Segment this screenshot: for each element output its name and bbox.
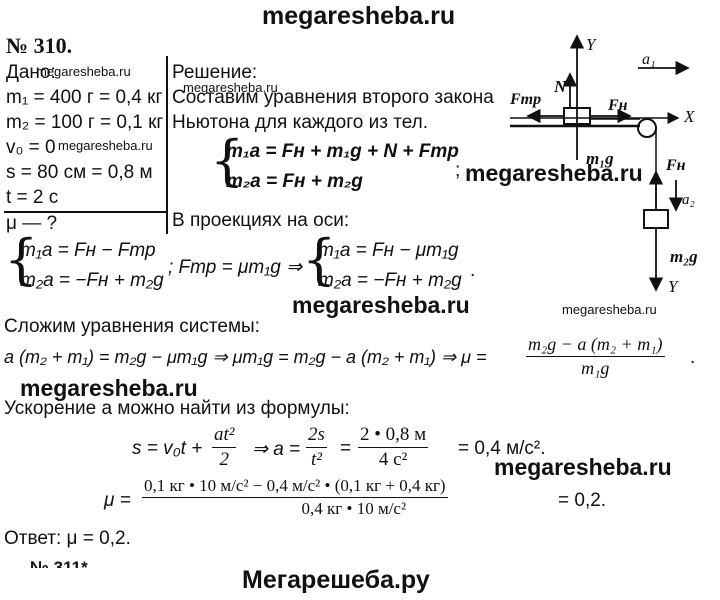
given-line-2: m₂ = 100 г = 0,1 кг <box>6 112 164 133</box>
brace-proj-right: { <box>302 228 337 291</box>
accel-frac-2: 2s t² <box>306 424 327 471</box>
solution-title: Решение: <box>172 62 258 83</box>
proj-period: . <box>470 260 476 281</box>
accel-frac-2-num: 2s <box>308 424 325 445</box>
force-n-label: N <box>553 77 567 96</box>
given-divider <box>166 56 168 234</box>
watermark-bottom: Мегарешеба.ру <box>242 566 430 594</box>
projections-title: В проекциях на оси: <box>172 210 350 231</box>
accel-frac-2-den: t² <box>310 449 322 470</box>
vector-eq-2: m₂a = Fн + m₂g <box>226 171 363 192</box>
watermark-bold-4: megaresheba.ru <box>494 454 672 480</box>
friction-eq: ; Fтр = μm₁g ⇒ <box>168 257 302 278</box>
mu-lhs: μ = <box>104 490 131 511</box>
solution-intro-1: Составим уравнения второго закона <box>172 87 494 108</box>
brace-proj-left: { <box>4 228 39 291</box>
mu-fraction-num: 0,1 кг • 10 м/с² − 0,4 м/с² • (0,1 кг + … <box>144 476 446 495</box>
vector-eq-semicolon: ; <box>455 160 461 181</box>
accel-frac-3-bar <box>358 447 429 448</box>
accel-a2-label: a₂ <box>682 192 695 208</box>
force-ftr-label: Fтр <box>509 91 541 108</box>
accel-a1-label: a₁ <box>642 51 656 68</box>
accel-frac-3-num: 2 • 0,8 м <box>360 424 427 445</box>
pulley-icon <box>637 118 657 138</box>
force-fn1-label: Fн <box>607 97 628 114</box>
accel-mid: ⇒ a = <box>252 439 301 460</box>
given-title: Дано: <box>6 62 56 83</box>
block-m2 <box>643 209 669 229</box>
watermark-bold-1: megaresheba.ru <box>465 160 643 186</box>
force-m2g-label: m₂g <box>670 247 698 266</box>
sum-period: . <box>690 347 696 368</box>
accel-result: = 0,4 м/с². <box>458 438 546 459</box>
force-fn2-label: Fн <box>665 157 686 174</box>
watermark-small-1: megaresheba.ru <box>36 64 131 79</box>
accel-frac-1-bar <box>212 447 237 448</box>
sum-fraction: m₂g − a (m₂ + m₁) m₁g <box>526 334 665 379</box>
mu-fraction-bar <box>142 497 448 498</box>
watermark-top: megaresheba.ru <box>262 2 456 30</box>
sum-fraction-den: m₁g <box>581 358 610 378</box>
proj-eq-4: m₂a = −Fн + m₂g <box>318 270 462 291</box>
brace-vector: { <box>210 129 245 192</box>
next-problem: № 311* <box>30 558 88 568</box>
sum-fraction-bar <box>526 356 665 357</box>
accel-frac-1-num: at² <box>214 424 235 445</box>
accel-eq-sign: = <box>340 438 352 459</box>
accel-title: Ускорение a можно найти из формулы: <box>4 398 350 419</box>
given-underline <box>4 211 166 213</box>
force-diagram: Y X N Fтр Fн m₁g a₁ Fн a₂ m₂g Y <box>509 34 698 296</box>
given-line-5: t = 2 с <box>6 187 59 208</box>
sum-fraction-num: m₂g − a (m₂ + m₁) <box>528 334 663 354</box>
answer: Ответ: μ = 0,2. <box>4 528 131 549</box>
accel-frac-3-den: 4 с² <box>378 449 408 470</box>
watermark-bold-2: megaresheba.ru <box>292 292 470 318</box>
proj-eq-2: m₂a = −Fн + m₂g <box>20 270 164 291</box>
axis-y-label: Y <box>586 35 597 54</box>
accel-frac-1: at² 2 <box>212 424 237 471</box>
mu-fraction: 0,1 кг • 10 м/с² − 0,4 м/с² • (0,1 кг + … <box>142 476 448 519</box>
accel-frac-3: 2 • 0,8 м 4 с² <box>358 424 429 471</box>
accel-frac-2-bar <box>306 447 327 448</box>
problem-number: № 310. <box>6 33 73 58</box>
force-m1g-label: m₁g <box>586 149 614 168</box>
mu-result: = 0,2. <box>558 490 607 511</box>
sum-title: Сложим уравнения системы: <box>4 316 260 337</box>
axis-x-label: X <box>683 107 695 126</box>
given-line-4: s = 80 см = 0,8 м <box>6 162 153 183</box>
watermark-small-4: megaresheba.ru <box>562 302 657 317</box>
given-line-3: v₀ = 0 <box>6 137 56 158</box>
given-line-1: m₁ = 400 г = 0,4 кг <box>6 87 163 108</box>
proj-eq-1: m₁a = Fн − Fтр <box>20 240 156 261</box>
solution-intro-2: Ньютона для каждого из тел. <box>172 112 428 133</box>
axis-y-bottom-label: Y <box>668 277 679 296</box>
watermark-small-3: megaresheba.ru <box>183 80 278 95</box>
proj-eq-3: m₁a = Fн − μm₁g <box>318 240 459 261</box>
accel-lhs: s = v₀t + <box>132 438 203 459</box>
accel-frac-1-den: 2 <box>219 449 229 470</box>
given-unknown: μ — ? <box>6 213 58 234</box>
sum-eq: a (m₂ + m₁) = m₂g − μm₁g ⇒ μm₁g = m₂g − … <box>4 347 487 367</box>
watermark-bold-3: megaresheba.ru <box>20 375 198 401</box>
mu-fraction-den: 0,4 кг • 10 м/с² <box>301 499 407 518</box>
vector-eq-1: m₁a = Fн + m₁g + N + Fтр <box>226 141 459 162</box>
watermark-small-2: megaresheba.ru <box>58 138 153 153</box>
